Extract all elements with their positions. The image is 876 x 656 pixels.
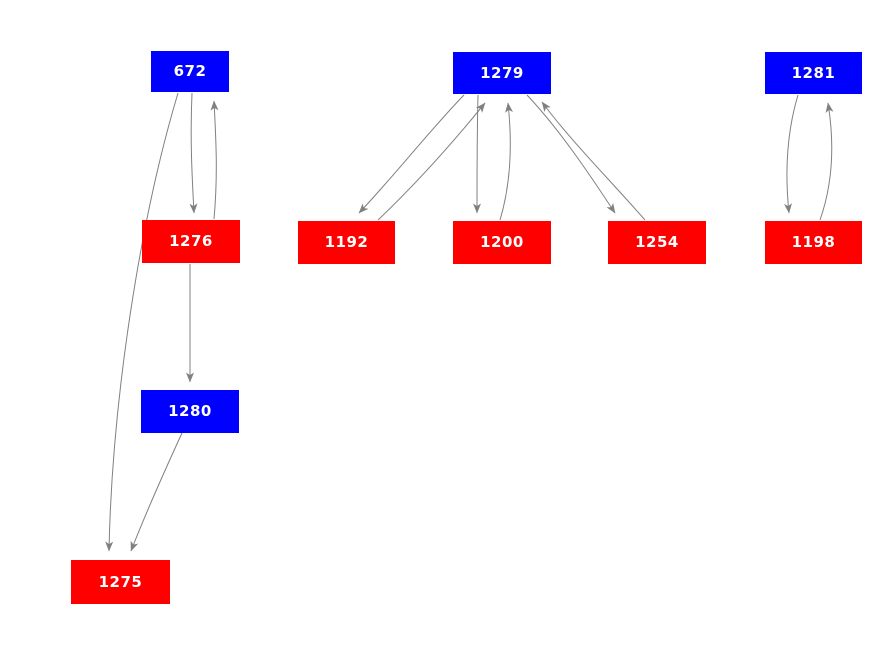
graph-node-label-1254: 1254 <box>635 233 679 251</box>
graph-node-1279[interactable]: 1279 <box>453 52 551 94</box>
graph-node-1198[interactable]: 1198 <box>765 221 862 264</box>
graph-node-label-672: 672 <box>173 62 207 80</box>
graph-node-1281[interactable]: 1281 <box>765 52 862 94</box>
graph-node-label-1276: 1276 <box>169 232 213 250</box>
graph-edge-1279-to-1200 <box>473 94 482 214</box>
graph-node-label-1200: 1200 <box>480 233 524 251</box>
graph-edge-1192-to-1279 <box>377 102 486 221</box>
graph-node-1200[interactable]: 1200 <box>453 221 551 264</box>
graph-edge-1276-to-672 <box>210 100 219 220</box>
graph-edge-672-to-1276 <box>189 92 198 214</box>
graph-node-1276[interactable]: 1276 <box>142 220 240 263</box>
graph-node-label-1281: 1281 <box>791 63 836 82</box>
graph-edge-1280-to-1275 <box>130 432 183 552</box>
graph-node-1254[interactable]: 1254 <box>608 221 706 264</box>
graph-edge-1279-to-1254 <box>526 94 616 214</box>
edges-group <box>105 92 834 552</box>
graph-node-label-1192: 1192 <box>324 233 369 251</box>
graph-edge-1279-to-1192 <box>358 94 465 214</box>
graph-node-label-1280: 1280 <box>168 402 212 420</box>
graph-edge-672-to-1275 <box>105 92 179 552</box>
graph-node-label-1279: 1279 <box>480 63 524 82</box>
graph-edge-1200-to-1279 <box>499 102 513 221</box>
graph-node-label-1198: 1198 <box>791 233 836 251</box>
graph-node-label-1275: 1275 <box>98 572 143 591</box>
graph-edge-1254-to-1279 <box>541 101 646 221</box>
graph-node-1275[interactable]: 1275 <box>71 560 170 604</box>
graph-node-1192[interactable]: 1192 <box>298 221 395 264</box>
graph-node-672[interactable]: 672 <box>151 51 229 92</box>
graph-edge-1198-to-1281 <box>819 102 834 221</box>
graph-node-1280[interactable]: 1280 <box>141 390 239 433</box>
graph-edge-1281-to-1198 <box>784 94 799 214</box>
